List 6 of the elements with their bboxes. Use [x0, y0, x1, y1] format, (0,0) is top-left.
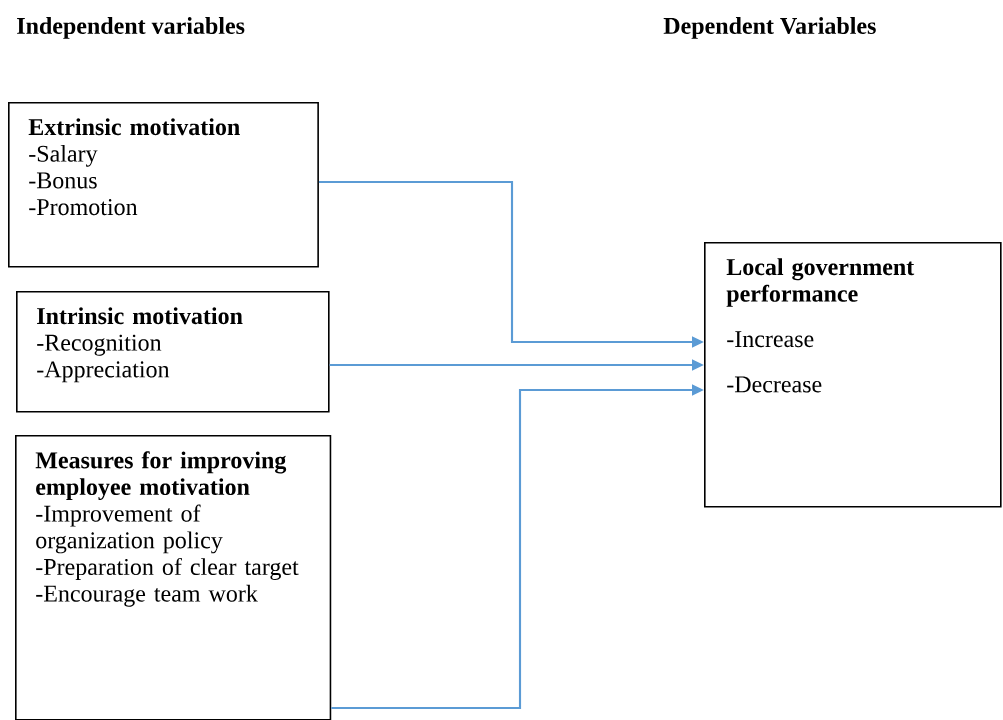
- heading: Independent variables: [17, 17, 245, 39]
- heading: Dependent Variables: [663, 17, 876, 39]
- text-box: Extrinsic motivation -Salary -Bonus -Promotion: [8, 102, 319, 268]
- text-box: Measures for improving employee motivation -Improvement of organization policy -Preparation of clear target -Encourage team work: [15, 435, 332, 720]
- text-box: Local government performance -Increase -Decrease: [704, 242, 1002, 508]
- text-box: Intrinsic motivation -Recognition -Appreciation: [16, 291, 330, 413]
